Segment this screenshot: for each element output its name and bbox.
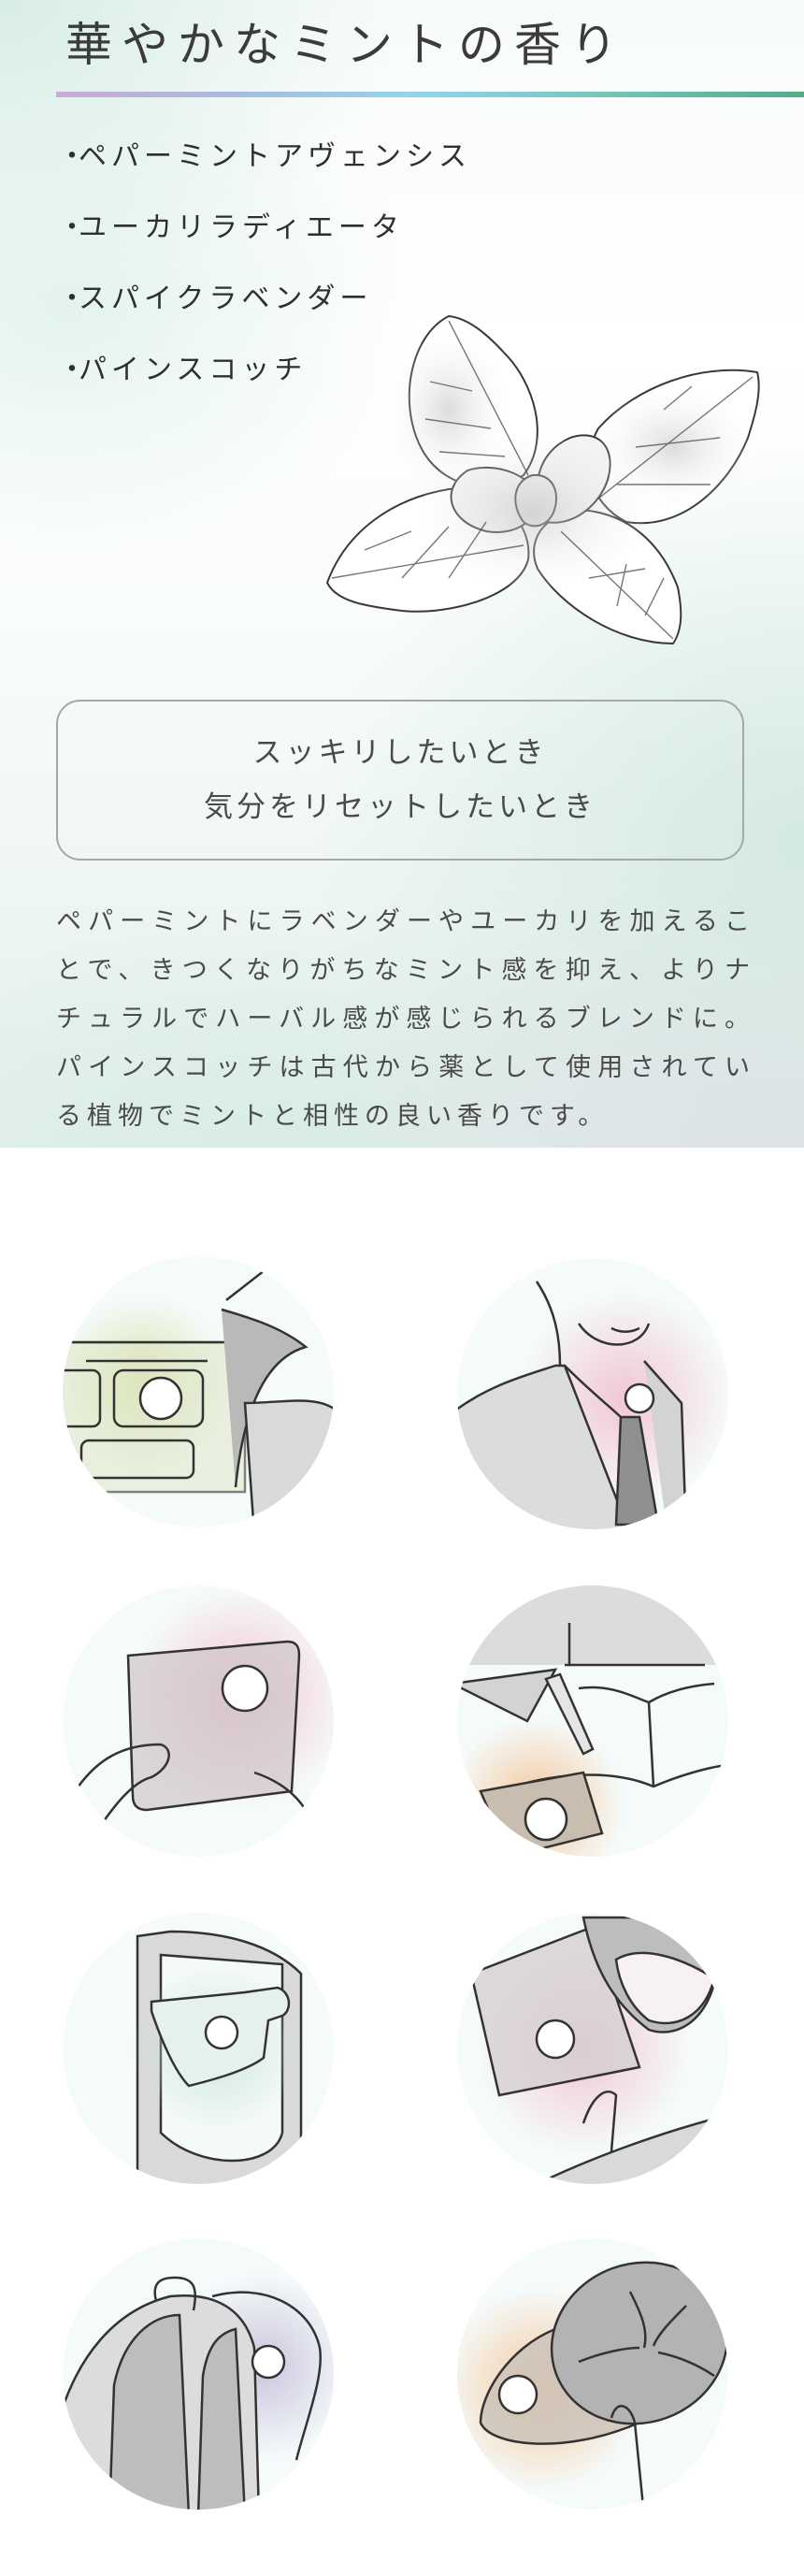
note-item: ・ペパーミントアヴェンシス	[58, 140, 471, 173]
car-air-vent-icon	[58, 1253, 338, 1534]
fragrance-notes-list: ・ペパーミントアヴェンシス ・ユーカリラディエータ ・スパイクラベンダー ・パイ…	[58, 140, 471, 425]
face-mask-icon	[58, 1908, 338, 2189]
usage-moment-box: スッキリしたいとき 気分をリセットしたいとき	[56, 700, 744, 861]
page-title: 華やかなミントの香り	[65, 18, 626, 72]
smartphone-case-icon	[58, 1581, 338, 1861]
usage-moment-line: 気分をリセットしたいとき	[204, 790, 596, 824]
fragrance-description: ペパーミントにラベンダーやユーカリを加えることで、きつくなりがちなミント感を抑え…	[56, 907, 755, 1131]
suit-lapel-icon	[452, 1253, 733, 1534]
pillow-sleep-icon	[452, 1908, 733, 2189]
usage-moment-line: スッキリしたいとき	[252, 736, 548, 770]
backpack-icon	[58, 2236, 338, 2516]
note-item: ・パインスコッチ	[58, 354, 308, 386]
title-gradient-rule	[56, 92, 804, 97]
mint-leaves-icon	[309, 297, 776, 653]
note-item: ・スパイクラベンダー	[58, 282, 373, 315]
mint-fragrance-section: 華やかなミントの香り ・ペパーミントアヴェンシス ・ユーカリラディエータ ・スパ…	[0, 0, 804, 1148]
cap-hat-icon	[452, 2236, 733, 2516]
notebook-writing-icon	[452, 1581, 733, 1861]
note-item: ・ユーカリラディエータ	[58, 211, 404, 244]
